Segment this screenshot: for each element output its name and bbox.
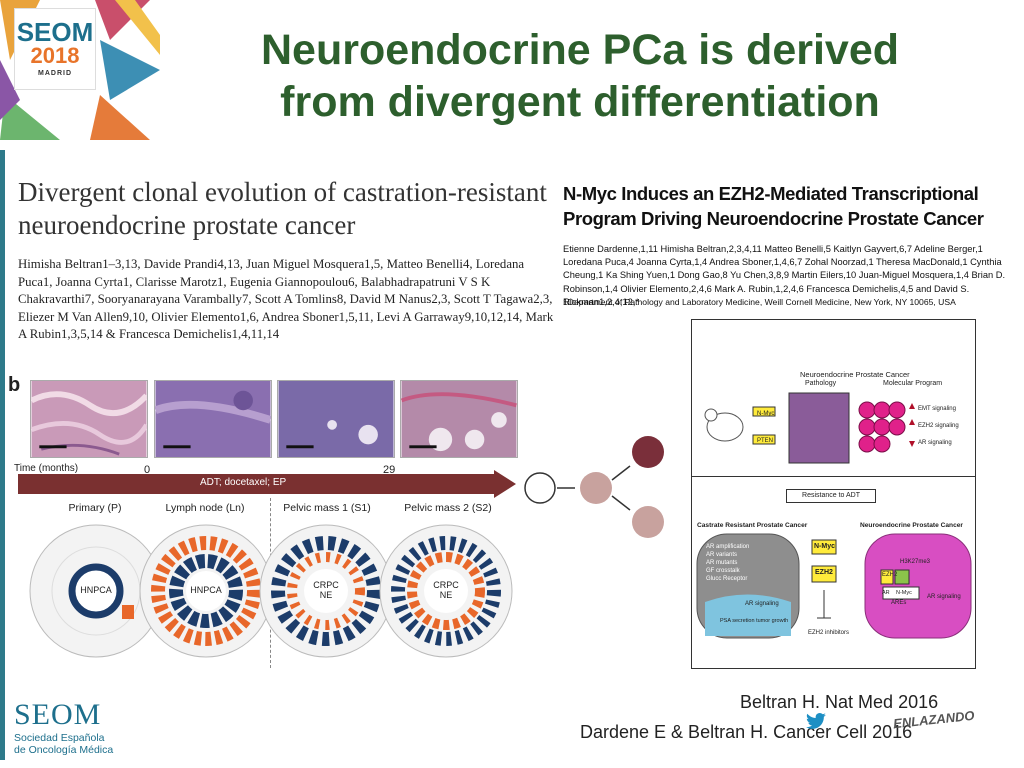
left-article-title-line1: Divergent clonal evolution of castration…	[18, 177, 547, 207]
right-article-title-line1: N-Myc Induces an EZH2-Mediated Transcrip…	[563, 183, 979, 204]
divergence-arrow-up	[611, 465, 631, 481]
treatment-timeline-arrow	[18, 474, 496, 494]
right-article-authors: Etienne Dardenne,1,11 Himisha Beltran,2,…	[563, 244, 1006, 307]
left-accent-bar-bottom	[0, 650, 5, 760]
nepc-ar-signaling: AR signaling	[927, 594, 961, 600]
nmyc-box-label: N-Myc	[814, 543, 836, 550]
psa-label: PSA secretion tumor growth	[720, 618, 789, 624]
circle-center-lymph-node: HNPCA	[190, 585, 222, 595]
left-article-title: Divergent clonal evolution of castration…	[18, 176, 558, 242]
logo-city-text: MADRID	[38, 70, 72, 77]
circle-plot-pelvic-mass-2	[379, 524, 513, 658]
nmyc-cell-label: N-Myc	[896, 590, 912, 596]
ares-label: AREs	[891, 600, 907, 606]
twitter-bird-icon	[806, 713, 826, 729]
society-logo: SEOM Sociedad Española de Oncología Médi…	[14, 698, 114, 757]
congress-logo: SEOM 2018 MADRID	[14, 8, 96, 90]
treatment-timeline-arrowhead	[494, 470, 516, 498]
right-article-title-line2: Program Driving Neuroendocrine Prostate …	[563, 208, 984, 229]
schematic-pten-label: PTEN	[757, 438, 774, 444]
schematic-ezh2-signaling-label: EZH2 signaling	[918, 423, 959, 429]
schematic-top-illustration	[704, 392, 915, 464]
circle-center-pelvic-mass-1: CRPC NE	[313, 580, 339, 600]
schematic-header: Neuroendocrine Prostate Cancer	[800, 370, 910, 379]
right-article-title: N-Myc Induces an EZH2-Mediated Transcrip…	[563, 181, 1013, 231]
slide-title: Neuroendocrine PCa is derived from diver…	[160, 24, 1000, 128]
ezh2-box-label: EZH2	[815, 569, 833, 576]
schematic-emt-label: EMT signaling	[918, 406, 956, 412]
histology-image-lymph-node	[154, 380, 272, 458]
crpc-item-4: Glucc Receptor	[706, 576, 748, 582]
intermediate-cell	[580, 472, 612, 504]
sample-label-pelvic-mass-2: Pelvic mass 2 (S2)	[404, 502, 492, 514]
society-logo-sub2: de Oncología Médica	[14, 744, 114, 756]
graphical-abstract-divider	[691, 476, 976, 477]
divergence-arrow-down	[611, 495, 631, 511]
histology-image-primary	[30, 380, 148, 458]
histology-image-pelvic-mass-2	[400, 380, 518, 458]
copy-number-circle-plots	[29, 524, 513, 658]
schematic-molecular: Molecular Program	[883, 380, 943, 387]
slide-title-line2: from divergent differentiation	[280, 78, 880, 126]
society-logo-sub1: Sociedad Española	[14, 732, 105, 744]
circle-center-pelvic-mass-2: CRPC NE	[433, 580, 459, 600]
crpc-item-3: GF crosstalk	[706, 568, 740, 574]
crpc-cell	[632, 506, 664, 538]
histology-image-pelvic-mass-1	[277, 380, 395, 458]
crpc-item-1: AR variants	[706, 552, 738, 558]
time-start-label: 0	[144, 464, 151, 476]
time-axis-label: Time (months)	[14, 463, 79, 474]
slide-title-line1: Neuroendocrine PCa is derived	[260, 26, 900, 74]
crpc-ar-signaling: AR signaling	[745, 601, 779, 607]
crpc-mechanism-list: AR amplification AR variants AR mutants …	[706, 543, 749, 583]
left-article-authors: Himisha Beltran1–3,13, Davide Prandi4,13…	[18, 257, 554, 341]
schematic-bottom-illustration	[696, 533, 972, 639]
ezh2-inhibitors-label: EZH2 inhibitors	[808, 630, 850, 636]
schematic-pathology: Pathology	[805, 380, 837, 387]
ar-cell-label: AR	[882, 590, 890, 596]
ancestral-cell	[524, 472, 556, 504]
citation-beltran: Beltran H. Nat Med 2016	[740, 692, 939, 712]
resistance-to-adt-box: Resistance to ADT	[786, 489, 876, 503]
crpc-item-0: AR amplification	[706, 544, 750, 550]
left-accent-bar	[0, 150, 5, 670]
crpc-item-2: AR mutants	[706, 560, 738, 566]
schematic-nmyc-label: N-Myc	[757, 411, 775, 417]
h3k27me3-label: H3K27me3	[900, 559, 931, 565]
circle-center-primary: HNPCA	[80, 585, 112, 595]
logo-seom-text: SEOM	[16, 17, 94, 47]
right-article-affiliation: 1Department of Pathology and Laboratory …	[563, 297, 956, 307]
left-article-title-line2: neuroendocrine prostate cancer	[18, 210, 356, 240]
time-end-label: 29	[383, 464, 396, 476]
clonal-divergence-diagram	[524, 436, 664, 538]
circle-plot-primary	[29, 524, 163, 658]
sample-label-primary: Primary (P)	[68, 502, 122, 514]
logo-year-text: 2018	[30, 43, 80, 68]
congress-logo-art	[0, 0, 160, 140]
sample-label-lymph-node: Lymph node (Ln)	[165, 502, 245, 514]
sample-label-pelvic-mass-1: Pelvic mass 1 (S1)	[283, 502, 371, 514]
crpc-label: Castrate Resistant Prostate Cancer	[697, 522, 808, 529]
treatment-label: ADT; docetaxel; EP	[200, 477, 287, 488]
circle-plot-pelvic-mass-1	[259, 524, 393, 658]
schematic-ar-signaling-label: AR signaling	[918, 440, 952, 446]
neuroendocrine-cell	[632, 436, 664, 468]
society-logo-name: SEOM	[14, 698, 102, 731]
figure-panel-label: b	[8, 374, 21, 396]
citation-dardene: Dardene E & Beltran H. Cancer Cell 2016	[580, 722, 913, 742]
ezh2-cell-label: EZH2	[882, 572, 898, 578]
circle-plot-lymph-node	[139, 524, 273, 658]
nepc-label: Neuroendocrine Prostate Cancer	[860, 522, 963, 529]
